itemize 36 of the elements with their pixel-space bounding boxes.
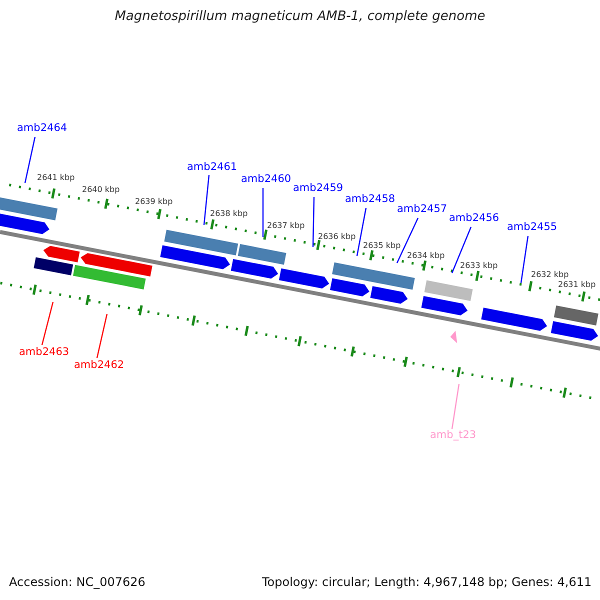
leader-line (203, 174, 210, 226)
scale-label: 2636 kbp (318, 232, 356, 241)
gene-label: amb2463 (19, 346, 70, 358)
leader-line (41, 302, 54, 346)
scale-label: 2633 kbp (460, 261, 498, 270)
scale-label: 2631 kbp (558, 280, 596, 289)
gene-label: amb_t23 (430, 429, 476, 441)
scale-label: 2638 kbp (210, 209, 248, 218)
leader-line (520, 236, 529, 284)
gene-label: amb2461 (187, 161, 238, 173)
scale-label: 2640 kbp (82, 185, 120, 194)
gene-label: amb2456 (449, 212, 500, 224)
leader-line (312, 196, 315, 248)
scale-label: 2639 kbp (135, 197, 173, 206)
scale-label: 2641 kbp (37, 173, 75, 182)
leader-line (396, 218, 419, 264)
gene-label: amb2464 (17, 122, 68, 134)
gene-label: amb2457 (397, 203, 448, 215)
gene-label: amb2455 (507, 221, 558, 233)
gene-label: amb2458 (345, 193, 396, 205)
scale-label: 2634 kbp (407, 251, 445, 260)
leader-line (24, 136, 36, 184)
leader-line (262, 188, 264, 237)
title: Magnetospirillum magneticum AMB-1, complete genome (114, 9, 486, 24)
scale-label: 2637 kbp (267, 221, 305, 230)
leader-line (451, 226, 472, 274)
scale-label: 2632 kbp (531, 270, 569, 279)
genome-info-text: Accession: NC_007626 (9, 575, 146, 589)
leader-line (451, 384, 460, 430)
leader-line (356, 208, 367, 256)
leader-line (96, 314, 108, 358)
gene-label: amb2460 (241, 173, 292, 185)
gene-label: amb2459 (293, 182, 344, 194)
scale-label: 2635 kbp (363, 241, 401, 250)
gene-label: amb2462 (74, 359, 124, 371)
genome-info-text: Topology: circular; Length: 4,967,148 bp; Genes: 4,611 (262, 575, 592, 589)
